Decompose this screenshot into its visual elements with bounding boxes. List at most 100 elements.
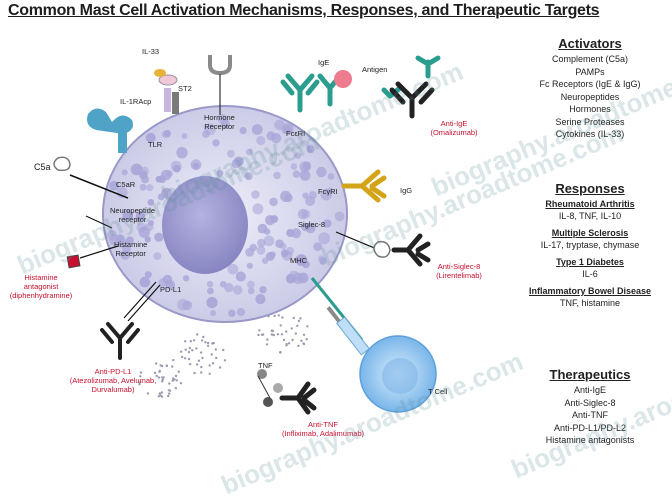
mediator-dot [161, 380, 164, 383]
granule [227, 149, 235, 158]
response-mediators: IL-8, TNF, IL-10 [558, 211, 622, 221]
granule [233, 156, 244, 167]
granule [139, 276, 151, 288]
granule [318, 255, 325, 262]
label-mhc: MHC [290, 256, 308, 265]
mediator-dot [262, 333, 265, 336]
mediator-dot [200, 371, 203, 374]
label-c5a: C5a [34, 162, 51, 172]
granule [302, 161, 312, 171]
granule [265, 251, 275, 261]
mediator-dot [294, 332, 297, 335]
granule [257, 238, 266, 248]
mediator-dot [172, 358, 175, 362]
label-pdl1: PD-L1 [160, 285, 182, 294]
mediator-dot [296, 324, 299, 327]
granule [162, 274, 173, 285]
mediator-dot [191, 349, 194, 352]
mediator-dot [146, 392, 150, 395]
label-igg: IgG [400, 186, 413, 195]
granule [147, 199, 155, 206]
granule [224, 282, 234, 293]
label-antigen: Antigen [362, 65, 388, 74]
mediator-dot [285, 344, 288, 347]
granule [161, 130, 170, 138]
granule [232, 285, 243, 295]
mediator-dot [184, 340, 187, 343]
granule [323, 219, 332, 228]
therapeutic-item: Anti-IgE [573, 385, 606, 395]
granule [182, 275, 190, 282]
mediator-dot [184, 348, 187, 351]
histamine-antagonist-marker [66, 245, 119, 269]
mediator-dot [159, 364, 162, 367]
response-disease: Rheumatoid Arthritis [545, 199, 635, 209]
antigen-ball [334, 70, 352, 88]
mediator-dot [291, 338, 294, 342]
mediator-dot [279, 351, 282, 354]
granule [294, 152, 302, 159]
mediator-dot [175, 379, 178, 382]
granule [135, 211, 145, 221]
granule [154, 232, 164, 242]
granule [302, 192, 309, 199]
mediator-dot [201, 356, 204, 360]
label-ige: IgE [318, 58, 330, 67]
granule [139, 170, 148, 180]
mediator-dot [270, 333, 274, 336]
granule [259, 286, 267, 294]
mediator-dot [257, 333, 260, 337]
granule [227, 263, 239, 275]
tlr-receptor [87, 108, 133, 153]
granule [313, 242, 323, 252]
granule [286, 247, 295, 256]
mediator-dot [165, 364, 169, 368]
response-mediators: TNF, histamine [559, 298, 621, 308]
granule [251, 124, 263, 135]
anti-tnf-antibody [279, 381, 317, 415]
granule [316, 166, 327, 178]
granule [245, 247, 255, 257]
mediator-dot [215, 356, 218, 360]
mediator-dot [290, 327, 293, 330]
mediator-dot [214, 348, 217, 351]
mediator-dot [200, 365, 203, 369]
activator-item: PAMPs [575, 66, 605, 77]
hormone-receptor [208, 55, 232, 115]
granule [285, 273, 296, 284]
label-c5ar: C5aR [116, 180, 136, 189]
therapeutic-item: Anti-TNF [572, 410, 608, 420]
ige-antibodies [280, 73, 343, 113]
mediator-dot [168, 389, 172, 392]
granule [297, 208, 309, 220]
granule [286, 229, 295, 237]
released-mediators [138, 314, 309, 398]
granule [107, 230, 117, 240]
mediator-dot [280, 333, 284, 336]
therapeutic-item: Histamine antagonists [545, 435, 635, 445]
responses-heading: Responses [555, 181, 625, 196]
granule [263, 235, 275, 247]
mediator-dot [157, 376, 161, 379]
anti-siglec8-antibody [373, 233, 431, 267]
mediator-dot [161, 376, 164, 379]
granule [290, 163, 298, 170]
granule [320, 188, 333, 201]
granule [255, 294, 266, 305]
mediator-dot [159, 394, 162, 397]
mediator-dot [195, 363, 199, 366]
activator-item: Neuropeptides [560, 91, 620, 102]
mediator-dot [138, 383, 141, 386]
granule [318, 232, 331, 245]
mediator-dot [177, 370, 180, 373]
mediator-dot [206, 341, 210, 345]
mediator-dot [200, 339, 204, 342]
granule [109, 180, 120, 191]
granule [210, 310, 217, 317]
mediator-dot [158, 370, 161, 373]
mediator-dot [155, 374, 158, 378]
mediator-dot [287, 342, 291, 345]
granule [176, 147, 188, 159]
mhc-tcr-connection [310, 277, 370, 356]
